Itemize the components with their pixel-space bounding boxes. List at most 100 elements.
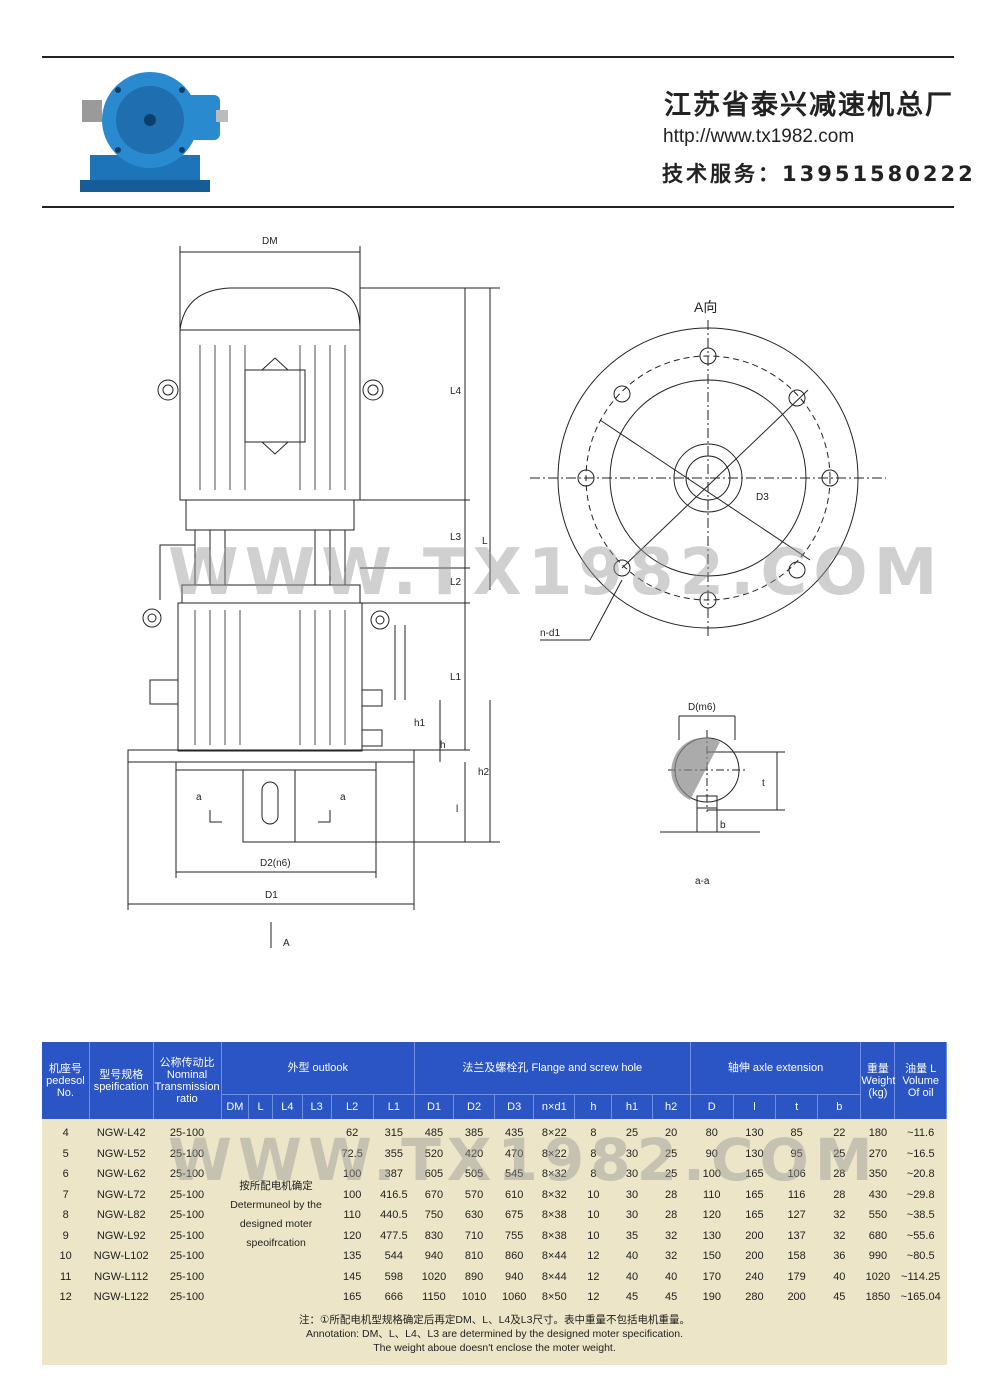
table-cell: 8×50 — [541, 1291, 567, 1304]
table-cell: ~165.04 — [900, 1291, 941, 1304]
table-cell: NGW-L82 — [96, 1209, 146, 1222]
label-a-left: a — [196, 792, 202, 803]
table-cell: 890 — [464, 1270, 484, 1283]
label-h1: h1 — [414, 718, 426, 729]
top-rule — [42, 56, 954, 58]
table-cell: 8×38 — [541, 1209, 567, 1222]
th-flange: 法兰及螺栓孔 Flange and screw hole — [414, 1042, 691, 1095]
table-cell: 610 — [505, 1188, 524, 1201]
table-cell: NGW-L122 — [93, 1291, 149, 1304]
table-cell: 1060 — [501, 1291, 527, 1304]
table-cell: 10 — [587, 1209, 600, 1222]
table-cell: 40 — [664, 1270, 678, 1283]
table-cell: 545 — [505, 1168, 524, 1181]
table-cell: 8×38 — [541, 1229, 567, 1242]
table-cell: 1850 — [865, 1291, 891, 1304]
table-cell: 550 — [868, 1209, 888, 1222]
table-cell: 10 — [587, 1188, 600, 1201]
table-cell: 630 — [464, 1209, 484, 1222]
table-cell: 25-100 — [169, 1168, 205, 1181]
th-weight: 重量 Weight (kg) — [860, 1042, 895, 1119]
table-cell: 100 — [702, 1168, 721, 1181]
table-cell: 350 — [868, 1168, 888, 1181]
th-dm: DM — [221, 1094, 250, 1119]
th-t: t — [775, 1094, 819, 1119]
th-spec: 型号规格 speification — [89, 1042, 154, 1119]
table-cell: 30 — [625, 1209, 639, 1222]
th-h2: h2 — [652, 1094, 691, 1119]
table-cell: 355 — [384, 1147, 403, 1160]
table-cell: 32 — [833, 1229, 846, 1242]
table-cell: 240 — [745, 1270, 764, 1283]
table-cell: 675 — [505, 1209, 524, 1222]
label-l-small: l — [456, 804, 458, 815]
th-pedesol: 机座号 pedesol No. — [42, 1042, 90, 1119]
table-cell: 430 — [868, 1188, 888, 1201]
table-cell: 10 — [587, 1229, 600, 1242]
table-cell: 100 — [342, 1168, 362, 1181]
spec-table: 机座号 pedesol No. 型号规格 speification 公称传动比 … — [42, 1042, 947, 1365]
table-cell: NGW-L62 — [96, 1168, 146, 1181]
table-cell: 470 — [505, 1147, 524, 1160]
table-cell: 20 — [664, 1127, 678, 1140]
table-cell: 40 — [625, 1250, 639, 1263]
table-cell: 25 — [664, 1147, 678, 1160]
table-cell: 25 — [833, 1147, 846, 1160]
table-cell: 12 — [587, 1270, 600, 1283]
label-d1: D1 — [265, 890, 278, 901]
table-cell: 5 — [62, 1147, 69, 1160]
table-cell: ~11.6 — [907, 1127, 935, 1140]
website-link[interactable]: http://www.tx1982.com — [663, 126, 855, 147]
th-l2: L2 — [331, 1094, 374, 1119]
table-cell: 8 — [590, 1168, 597, 1181]
header-bottom-rule — [42, 206, 954, 208]
table-cell: 62 — [346, 1127, 359, 1140]
table-cell: 755 — [505, 1229, 524, 1242]
table-cell: 9 — [62, 1229, 69, 1242]
table-cell: 7 — [62, 1188, 69, 1201]
table-cell: 45 — [625, 1291, 639, 1304]
th-l3: L3 — [302, 1094, 332, 1119]
table-cell: 106 — [787, 1168, 806, 1181]
table-cell: 45 — [833, 1291, 846, 1304]
table-cell: 36 — [833, 1250, 846, 1263]
table-cell: 145 — [342, 1270, 362, 1283]
table-cell: 8×44 — [541, 1250, 567, 1263]
table-cell: 8 — [590, 1127, 597, 1140]
table-cell: 315 — [384, 1127, 403, 1140]
table-cell: 8×22 — [541, 1127, 567, 1140]
table-cell: 200 — [787, 1291, 806, 1304]
table-cell: 179 — [787, 1270, 806, 1283]
table-cell: 35 — [625, 1229, 639, 1242]
table-cell: 280 — [745, 1291, 764, 1304]
th-d2: D2 — [453, 1094, 496, 1119]
table-cell: 72.5 — [341, 1147, 363, 1160]
table-cell: 670 — [424, 1188, 444, 1201]
table-cell: 710 — [464, 1229, 484, 1242]
table-cell: 270 — [868, 1147, 888, 1160]
table-cell: 100 — [342, 1188, 362, 1201]
label-d3: D3 — [756, 492, 769, 503]
table-cell: NGW-L92 — [96, 1229, 146, 1242]
watermark-drawing: WWW.TX1982.COM — [168, 536, 944, 610]
table-cell: 12 — [587, 1291, 600, 1304]
table-cell: 598 — [384, 1270, 403, 1283]
table-cell: 440.5 — [380, 1209, 408, 1222]
table-cell: 25-100 — [169, 1291, 205, 1304]
table-cell: 420 — [464, 1147, 484, 1160]
table-cell: 750 — [424, 1209, 444, 1222]
table-cell: 477.5 — [380, 1229, 408, 1242]
table-cell: 25-100 — [169, 1127, 205, 1140]
label-h2: h2 — [478, 767, 490, 778]
table-cell: 90 — [705, 1147, 718, 1160]
table-cell: 387 — [384, 1168, 403, 1181]
label-dm6: D(m6) — [688, 702, 716, 713]
